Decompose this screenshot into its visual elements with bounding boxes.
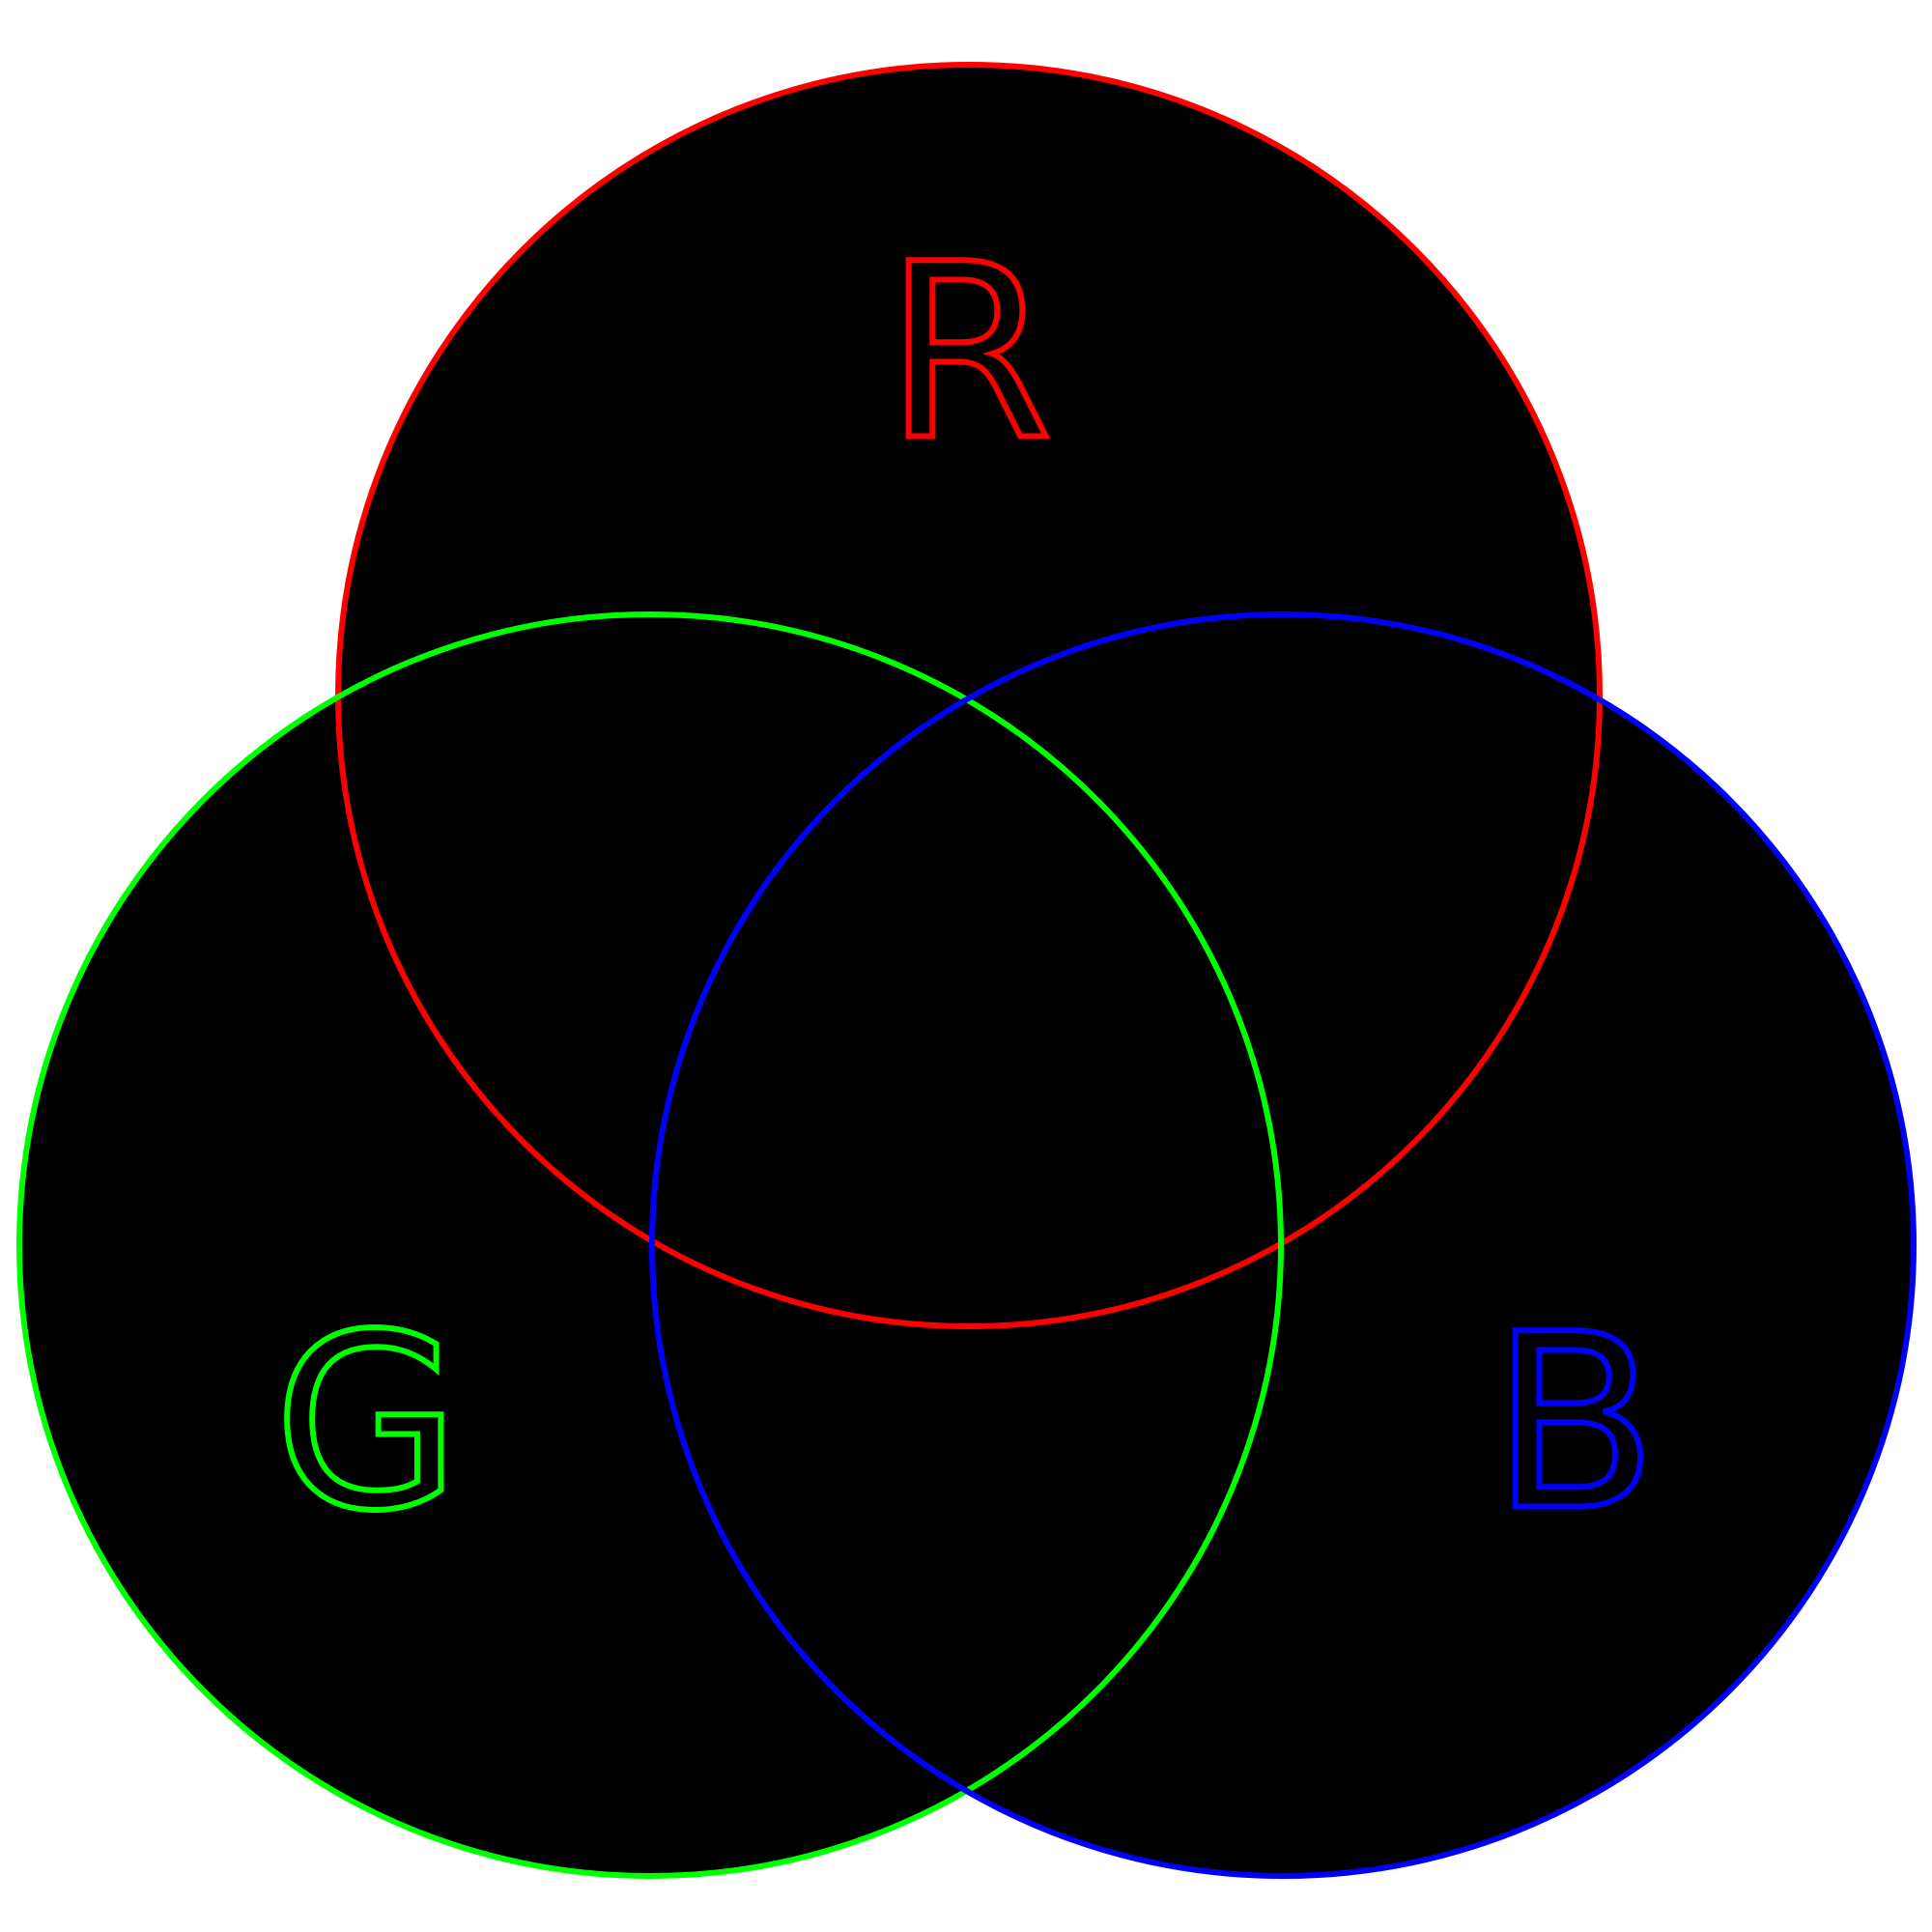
circle-outline-green xyxy=(16,611,1284,1879)
circle-labels: R G B xyxy=(270,210,1661,1567)
circle-outlines xyxy=(16,62,1917,1879)
circle-label-blue: B xyxy=(1492,1283,1658,1564)
circle-label-red: R xyxy=(885,213,1053,494)
circle-outline-blue xyxy=(649,611,1917,1879)
circle-label-green: G xyxy=(273,1283,461,1564)
